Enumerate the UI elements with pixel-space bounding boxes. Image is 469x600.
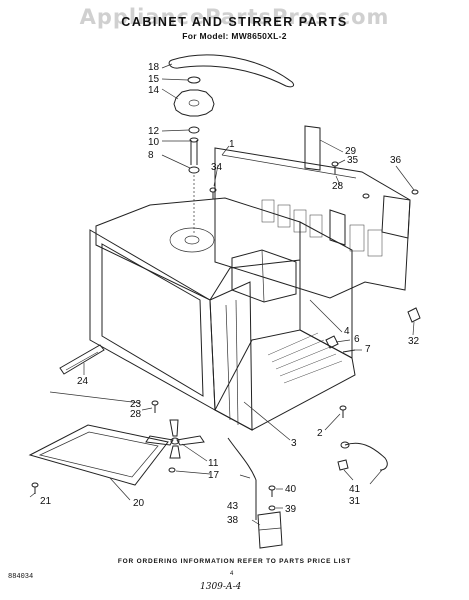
terminal-block-38: [257, 511, 283, 549]
cord-31: [340, 441, 388, 471]
callout-29: 29: [345, 146, 357, 157]
callout-35: 35: [347, 155, 359, 166]
clip-32: [407, 307, 421, 323]
callout-8: 8: [148, 150, 154, 161]
vent-bracket-29: [304, 125, 321, 171]
handwritten-code: 1309-A-4: [200, 582, 242, 592]
cover-36: [381, 195, 411, 239]
callout-7: 7: [365, 344, 371, 355]
callout-32: 32: [408, 336, 420, 347]
callout-39: 39: [285, 504, 297, 515]
watermark: AppliancePartsPros.com: [79, 5, 390, 29]
bracket-41: [337, 459, 349, 471]
callout-1: 1: [229, 139, 235, 150]
screw-2: [339, 405, 347, 418]
callout-6: 6: [354, 334, 360, 345]
door-seal-24: [59, 344, 105, 375]
callout-40: 40: [285, 484, 297, 495]
stirrer-pulley: [173, 89, 215, 117]
callout-28-top: 28: [332, 181, 344, 192]
rear-panel: [214, 147, 411, 299]
callout-11: 11: [208, 458, 219, 469]
screw-40: [268, 485, 276, 497]
callout-15: 15: [148, 74, 160, 85]
screw-34: [209, 187, 217, 199]
callout-20: 20: [133, 498, 145, 509]
callout-2: 2: [317, 428, 323, 439]
fan-blade-11: [145, 419, 205, 459]
screw-28-mid: [362, 193, 370, 199]
diagram-title: CABINET AND STIRRER PARTS: [121, 15, 348, 29]
cabinet: [89, 197, 356, 431]
callout-17: 17: [208, 470, 220, 481]
ordering-note: FOR ORDERING INFORMATION REFER TO PARTS …: [117, 558, 352, 565]
callout-10: 10: [148, 137, 160, 148]
latch-6: [325, 335, 339, 349]
callout-4: 4: [344, 326, 350, 337]
callout-24: 24: [77, 376, 89, 387]
leader-lines: [29, 63, 415, 526]
tube-43: [227, 437, 257, 520]
callout-labels: 18 15 14 12 10 8 34 29 35 36 28 1 4 6 7 …: [40, 62, 420, 526]
callout-36: 36: [390, 155, 402, 166]
bottom-plate-20: [28, 424, 169, 486]
callout-14: 14: [148, 85, 160, 96]
page-mark: 4: [230, 571, 234, 577]
model-subtitle: For Model: MW8650XL-2: [182, 31, 287, 41]
stirrer-belt: [168, 54, 295, 88]
belt-retainer: [187, 76, 201, 84]
callout-38: 38: [227, 515, 239, 526]
stirrer-shaft: [188, 126, 200, 235]
screw-7: [342, 349, 356, 353]
callout-41: 41: [349, 484, 361, 495]
screw-21: [31, 482, 39, 494]
callout-28-bottom: 28: [130, 409, 142, 420]
callout-12: 12: [148, 126, 160, 137]
washer-39: [268, 505, 276, 511]
callout-31: 31: [349, 496, 361, 507]
callout-21: 21: [40, 496, 52, 507]
callout-18: 18: [148, 62, 160, 73]
nut-17: [168, 467, 176, 473]
screw-23: [151, 400, 159, 413]
figure-code: 884034: [8, 573, 34, 581]
callout-23: 23: [130, 399, 142, 410]
screw-36: [411, 189, 419, 195]
screw-28-top: [331, 161, 339, 174]
callout-34: 34: [211, 162, 223, 173]
callout-3: 3: [291, 438, 297, 449]
callout-43: 43: [227, 501, 239, 512]
